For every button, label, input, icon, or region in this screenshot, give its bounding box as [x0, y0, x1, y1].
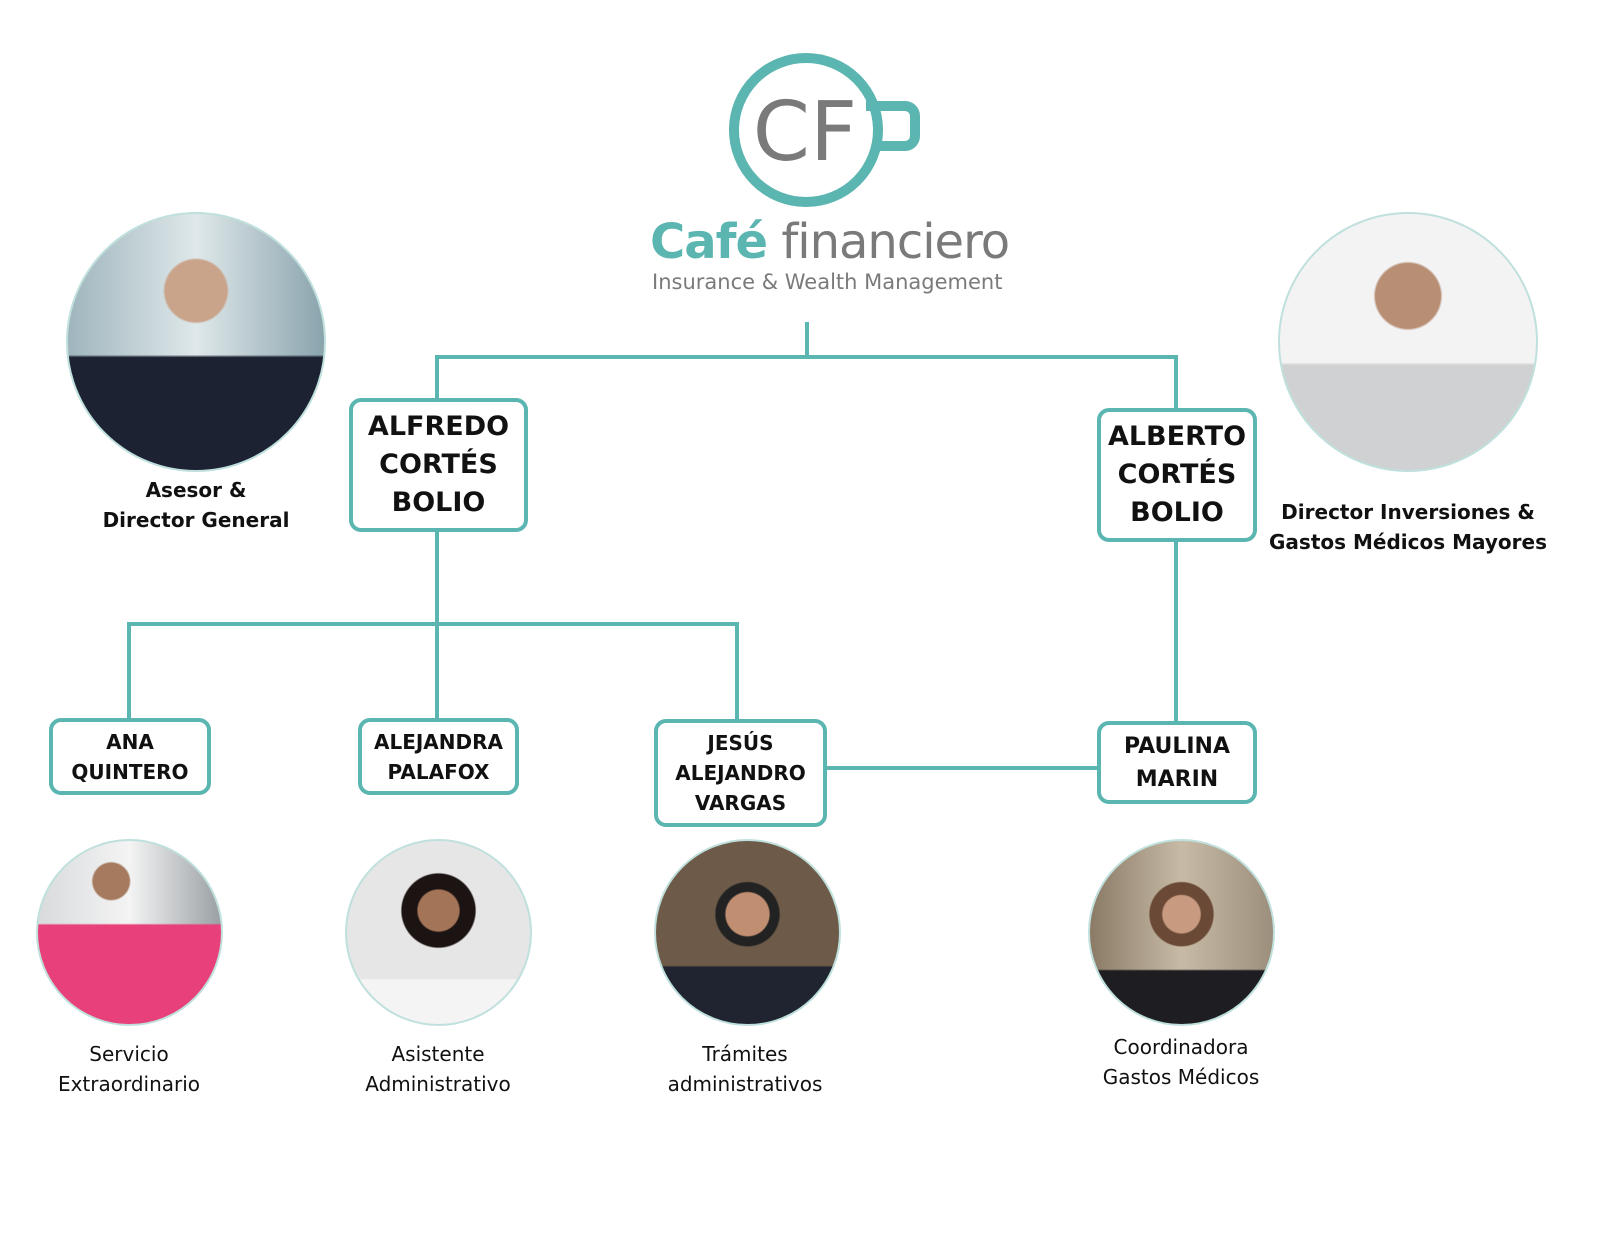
name-line: ALEJANDRA: [373, 729, 504, 754]
connector: [1174, 540, 1178, 723]
name-line: CORTÉS: [379, 449, 498, 480]
role-alfredo: Asesor & Director General: [103, 475, 290, 535]
photo-jesus: [654, 839, 841, 1026]
box-alfredo: ALFREDO CORTÉS BOLIO: [349, 398, 528, 532]
name-line: BOLIO: [1130, 497, 1224, 528]
role-line: Trámites: [702, 1042, 788, 1066]
name-line: VARGAS: [694, 791, 787, 815]
connector: [127, 622, 131, 720]
box-paulina: PAULINA MARIN: [1097, 721, 1257, 804]
name-line: JESÚS: [707, 731, 774, 755]
brand-name: Café financiero: [650, 214, 1010, 270]
box-ana: ANA QUINTERO: [49, 718, 211, 795]
connector: [435, 355, 439, 400]
brand-primary: Café: [650, 214, 768, 270]
name-line: ALEJANDRO: [675, 761, 806, 785]
box-alejandra: ALEJANDRA PALAFOX: [358, 718, 519, 795]
role-line: administrativos: [667, 1072, 823, 1096]
brand-secondary: financiero: [781, 214, 1010, 270]
photo-ana: [36, 839, 223, 1026]
role-alberto: Director Inversiones & Gastos Médicos May…: [1269, 497, 1547, 557]
role-line: Administrativo: [365, 1072, 511, 1096]
name-line: ANA: [106, 729, 154, 754]
connector: [824, 766, 1099, 770]
name-line: QUINTERO: [71, 759, 189, 784]
role-line: Gastos Médicos: [1102, 1065, 1260, 1089]
role-line: Extraordinario: [57, 1072, 201, 1096]
box-jesus: JESÚS ALEJANDRO VARGAS: [654, 719, 827, 827]
connector: [805, 322, 809, 359]
connector: [735, 622, 739, 721]
role-line: Director General: [102, 508, 290, 532]
connector: [127, 622, 739, 626]
role-line: Asistente: [391, 1042, 485, 1066]
connector: [1174, 355, 1178, 410]
name-line: PAULINA: [1124, 733, 1230, 759]
brand-tagline: Insurance & Wealth Management: [652, 270, 1003, 294]
photo-alejandra: [345, 839, 532, 1026]
name-line: BOLIO: [391, 487, 486, 518]
logo-monogram: CF: [753, 85, 857, 180]
role-line: Gastos Médicos Mayores: [1269, 530, 1547, 554]
role-line: Coordinadora: [1113, 1035, 1249, 1059]
role-jesus: Trámites administrativos: [668, 1039, 823, 1099]
photo-alberto: [1278, 212, 1538, 472]
photo-paulina: [1088, 839, 1275, 1026]
name-line: PALAFOX: [387, 759, 490, 784]
name-line: CORTÉS: [1117, 459, 1237, 490]
role-line: Director Inversiones &: [1281, 500, 1535, 524]
name-line: MARIN: [1135, 766, 1219, 792]
role-line: Asesor &: [145, 478, 247, 502]
box-alberto: ALBERTO CORTÉS BOLIO: [1097, 408, 1257, 542]
name-line: ALBERTO: [1107, 421, 1247, 452]
name-line: ALFREDO: [367, 411, 510, 442]
role-line: Servicio: [89, 1042, 169, 1066]
photo-alfredo: [66, 212, 326, 472]
cafe-financiero-logo: CF: [729, 53, 920, 207]
connector: [435, 355, 1178, 359]
